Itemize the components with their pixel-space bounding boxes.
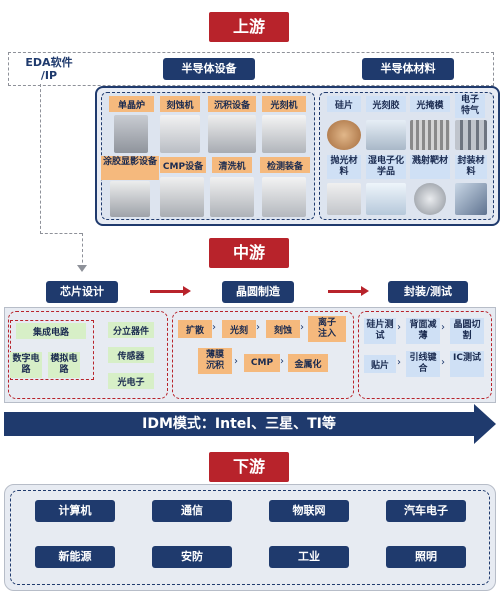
connector-line bbox=[40, 84, 41, 234]
wafer-fab-header: 晶圆制造 bbox=[222, 281, 294, 303]
deposition-image bbox=[208, 115, 256, 153]
fab-step: 金属化 bbox=[288, 354, 328, 372]
fab-step: 扩散 bbox=[178, 320, 212, 338]
photoresist-image bbox=[366, 120, 406, 150]
chip-design-header: 芯片设计 bbox=[46, 281, 118, 303]
app-iot: 物联网 bbox=[269, 500, 349, 522]
arrow-down-icon bbox=[77, 265, 87, 272]
chevron-right-icon: › bbox=[280, 356, 284, 367]
pack-step: 引线键合 bbox=[406, 351, 440, 377]
arrow-right-icon bbox=[474, 404, 496, 444]
material-label: 溅射靶材 bbox=[410, 155, 450, 179]
chevron-right-icon: › bbox=[300, 322, 304, 333]
midstream-stage-label: 中游 bbox=[209, 238, 289, 268]
chevron-right-icon: › bbox=[441, 357, 445, 368]
material-label: 抛光材料 bbox=[327, 155, 361, 179]
gas-cylinder-image bbox=[455, 120, 487, 150]
packaging-material-image bbox=[455, 183, 487, 215]
arrow-right-icon bbox=[328, 290, 362, 293]
connector-line bbox=[82, 233, 83, 268]
arrow-right-icon bbox=[183, 286, 191, 296]
equipment-label: 涂胶显影设备 bbox=[101, 156, 159, 180]
chevron-right-icon: › bbox=[212, 322, 216, 333]
app-computer: 计算机 bbox=[35, 500, 115, 522]
ic-group bbox=[10, 320, 94, 380]
ic-label: 集成电路 bbox=[16, 323, 86, 339]
downstream-inner-frame bbox=[10, 490, 490, 585]
fab-step: 刻蚀 bbox=[266, 320, 300, 338]
optoelectronic-label: 光电子 bbox=[108, 373, 154, 389]
pack-step: 背面减薄 bbox=[406, 318, 440, 344]
arrow-right-icon bbox=[150, 290, 184, 293]
chip-design-group bbox=[8, 311, 168, 399]
crystal-furnace-image bbox=[114, 115, 148, 153]
sputter-target-image bbox=[414, 183, 446, 215]
material-label: 电子特气 bbox=[455, 94, 485, 118]
fab-step: 离子注入 bbox=[308, 316, 346, 342]
downstream-stage-label: 下游 bbox=[209, 452, 289, 482]
fab-step: 光刻 bbox=[222, 320, 256, 338]
equipment-label: 检测装备 bbox=[260, 157, 310, 173]
wafer-fab-group bbox=[172, 311, 354, 399]
pack-step: 晶圆切割 bbox=[450, 318, 484, 344]
photomask-image bbox=[410, 120, 450, 150]
materials-header: 半导体材料 bbox=[362, 58, 454, 80]
digital-circuit-label: 数字电路 bbox=[10, 352, 42, 378]
etcher-image bbox=[160, 115, 200, 153]
fab-step: 薄膜沉积 bbox=[198, 348, 232, 374]
material-label: 光掩模 bbox=[410, 96, 450, 112]
polishing-material-image bbox=[327, 183, 361, 215]
material-label: 封装材料 bbox=[455, 155, 487, 179]
equipment-label: 沉积设备 bbox=[208, 96, 256, 112]
fab-step: CMP bbox=[244, 354, 280, 372]
equipment-label: 单晶炉 bbox=[109, 96, 154, 112]
analog-circuit-label: 模拟电路 bbox=[48, 352, 80, 378]
app-security: 安防 bbox=[152, 546, 232, 568]
lithography-image bbox=[262, 115, 306, 153]
sensor-label: 传感器 bbox=[108, 347, 154, 363]
equipment-label: 清洗机 bbox=[212, 157, 252, 173]
app-new-energy: 新能源 bbox=[35, 546, 115, 568]
discrete-device-label: 分立器件 bbox=[108, 322, 154, 338]
material-label: 光刻胶 bbox=[366, 96, 406, 112]
equipment-label: 刻蚀机 bbox=[160, 96, 200, 112]
eda-ip-label: EDA软件 /IP bbox=[25, 56, 73, 82]
connector-line bbox=[40, 233, 82, 234]
equipment-label: CMP设备 bbox=[160, 157, 206, 173]
pack-step: 贴片 bbox=[364, 355, 396, 373]
coater-image bbox=[110, 181, 150, 217]
upstream-stage-label: 上游 bbox=[209, 12, 289, 42]
cleaner-image bbox=[210, 177, 254, 217]
chevron-right-icon: › bbox=[256, 322, 260, 333]
packaging-group bbox=[358, 311, 492, 399]
chevron-right-icon: › bbox=[397, 357, 401, 368]
pack-step: IC测试 bbox=[450, 351, 484, 377]
chevron-right-icon: › bbox=[397, 322, 401, 333]
idm-arrow-bar bbox=[4, 412, 474, 436]
app-industrial: 工业 bbox=[269, 546, 349, 568]
inspection-image bbox=[262, 177, 306, 217]
chevron-right-icon: › bbox=[441, 322, 445, 333]
material-label: 硅片 bbox=[327, 96, 361, 112]
app-communication: 通信 bbox=[152, 500, 232, 522]
material-label: 湿电子化学品 bbox=[366, 155, 406, 179]
app-automotive: 汽车电子 bbox=[386, 500, 466, 522]
arrow-right-icon bbox=[361, 286, 369, 296]
packaging-header: 封装/测试 bbox=[388, 281, 468, 303]
cmp-image bbox=[160, 177, 204, 217]
equipment-label: 光刻机 bbox=[262, 96, 306, 112]
idm-label: IDM模式：Intel、三星、TI等 bbox=[142, 416, 336, 432]
pack-step: 硅片测试 bbox=[364, 318, 396, 344]
wafer-image bbox=[327, 120, 361, 150]
wet-chemicals-image bbox=[366, 183, 406, 215]
equipment-header: 半导体设备 bbox=[163, 58, 255, 80]
chevron-right-icon: › bbox=[234, 356, 238, 367]
app-lighting: 照明 bbox=[386, 546, 466, 568]
upstream-frame bbox=[8, 52, 494, 86]
